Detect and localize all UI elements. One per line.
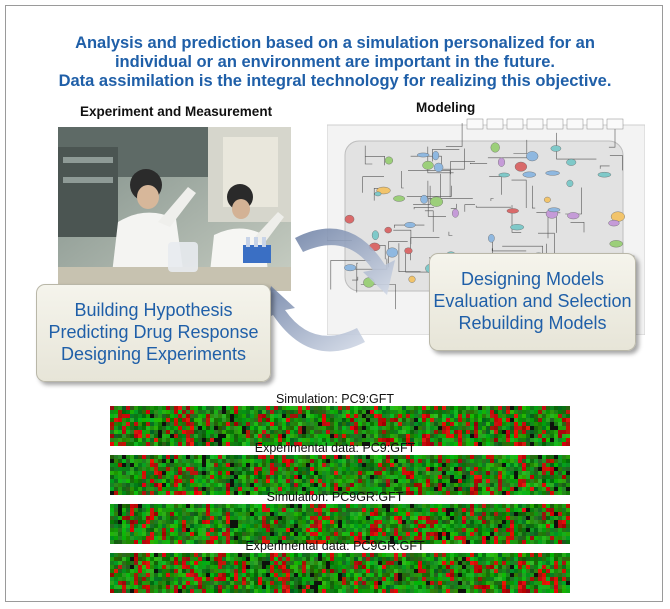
headline-line-3: Data assimilation is the integral techno…	[58, 72, 612, 90]
arrow-right-down-icon	[295, 228, 395, 295]
experiment-title: Experiment and Measurement	[80, 104, 273, 119]
arrow-left-up-icon	[263, 286, 365, 352]
heatmap-label-3: Simulation: PC9GR:GFT	[266, 490, 404, 504]
heatmap-label-1: Simulation: PC9:GFT	[275, 392, 395, 406]
heatmap-experimental-pc9	[110, 455, 570, 495]
callout-right-line-2: Evaluation and Selection	[433, 291, 632, 311]
callout-left-line-2: Predicting Drug Response	[48, 322, 259, 342]
lab-photo	[58, 127, 291, 291]
heatmap-simulation-pc9	[110, 406, 570, 446]
callout-modeling: Designing Models Evaluation and Selectio…	[429, 253, 636, 351]
cycle-arrows	[255, 210, 405, 370]
heatmap-experimental-pc9gr	[110, 553, 570, 593]
callout-left-line-3: Designing Experiments	[60, 344, 247, 364]
modeling-title: Modeling	[416, 100, 476, 115]
callout-right-line-1: Designing Models	[460, 269, 605, 289]
heatmap-label-4: Experimental data: PC9GR:GFT	[245, 539, 425, 553]
callout-right-line-3: Rebuilding Models	[458, 313, 607, 333]
headline-line-1: Analysis and prediction based on a simul…	[75, 34, 595, 52]
callout-left-line-1: Building Hypothesis	[74, 300, 233, 320]
headline-line-2: individual or an environment are importa…	[114, 53, 556, 71]
heatmap-simulation-pc9gr	[110, 504, 570, 544]
heatmap-label-2: Experimental data: PC9:GFT	[254, 441, 416, 455]
callout-hypothesis: Building Hypothesis Predicting Drug Resp…	[36, 284, 271, 382]
